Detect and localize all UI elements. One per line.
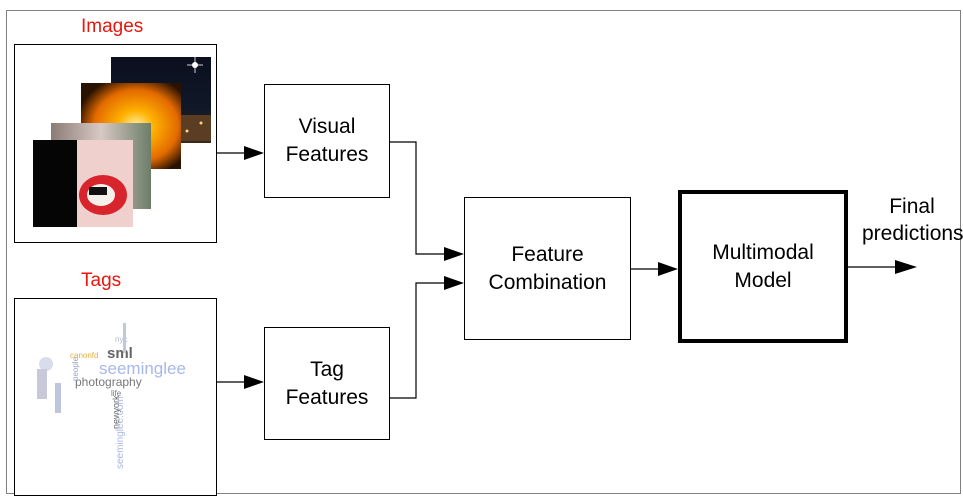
tag-features-node: Tag Features [264,327,390,440]
multimodal-model-node: Multimodal Model [678,190,848,343]
diagram-frame [6,10,961,494]
final-predictions-label: Final predictions [862,195,963,245]
visual-features-node: Visual Features [264,84,390,198]
tag-word: nyc [115,335,128,344]
photo-stack-illustration [33,57,211,227]
tag-word: seeminglee [99,359,186,378]
images-label: Images [81,16,144,37]
tag-word: life [111,389,122,398]
tags-panel: sml seeminglee photography canonfd nyc p… [14,298,217,496]
tag-cloud: sml seeminglee photography canonfd nyc p… [15,299,216,495]
tag-word: photography [75,375,142,389]
arrow-tag-to-combination [390,282,445,399]
arrow-visual-to-combination [390,141,445,255]
tags-label: Tags [81,270,122,291]
feature-combination-node: Feature Combination [464,197,631,340]
tag-word: sml [107,345,133,362]
tag-word: canonfd [70,351,99,360]
images-panel [14,44,217,243]
